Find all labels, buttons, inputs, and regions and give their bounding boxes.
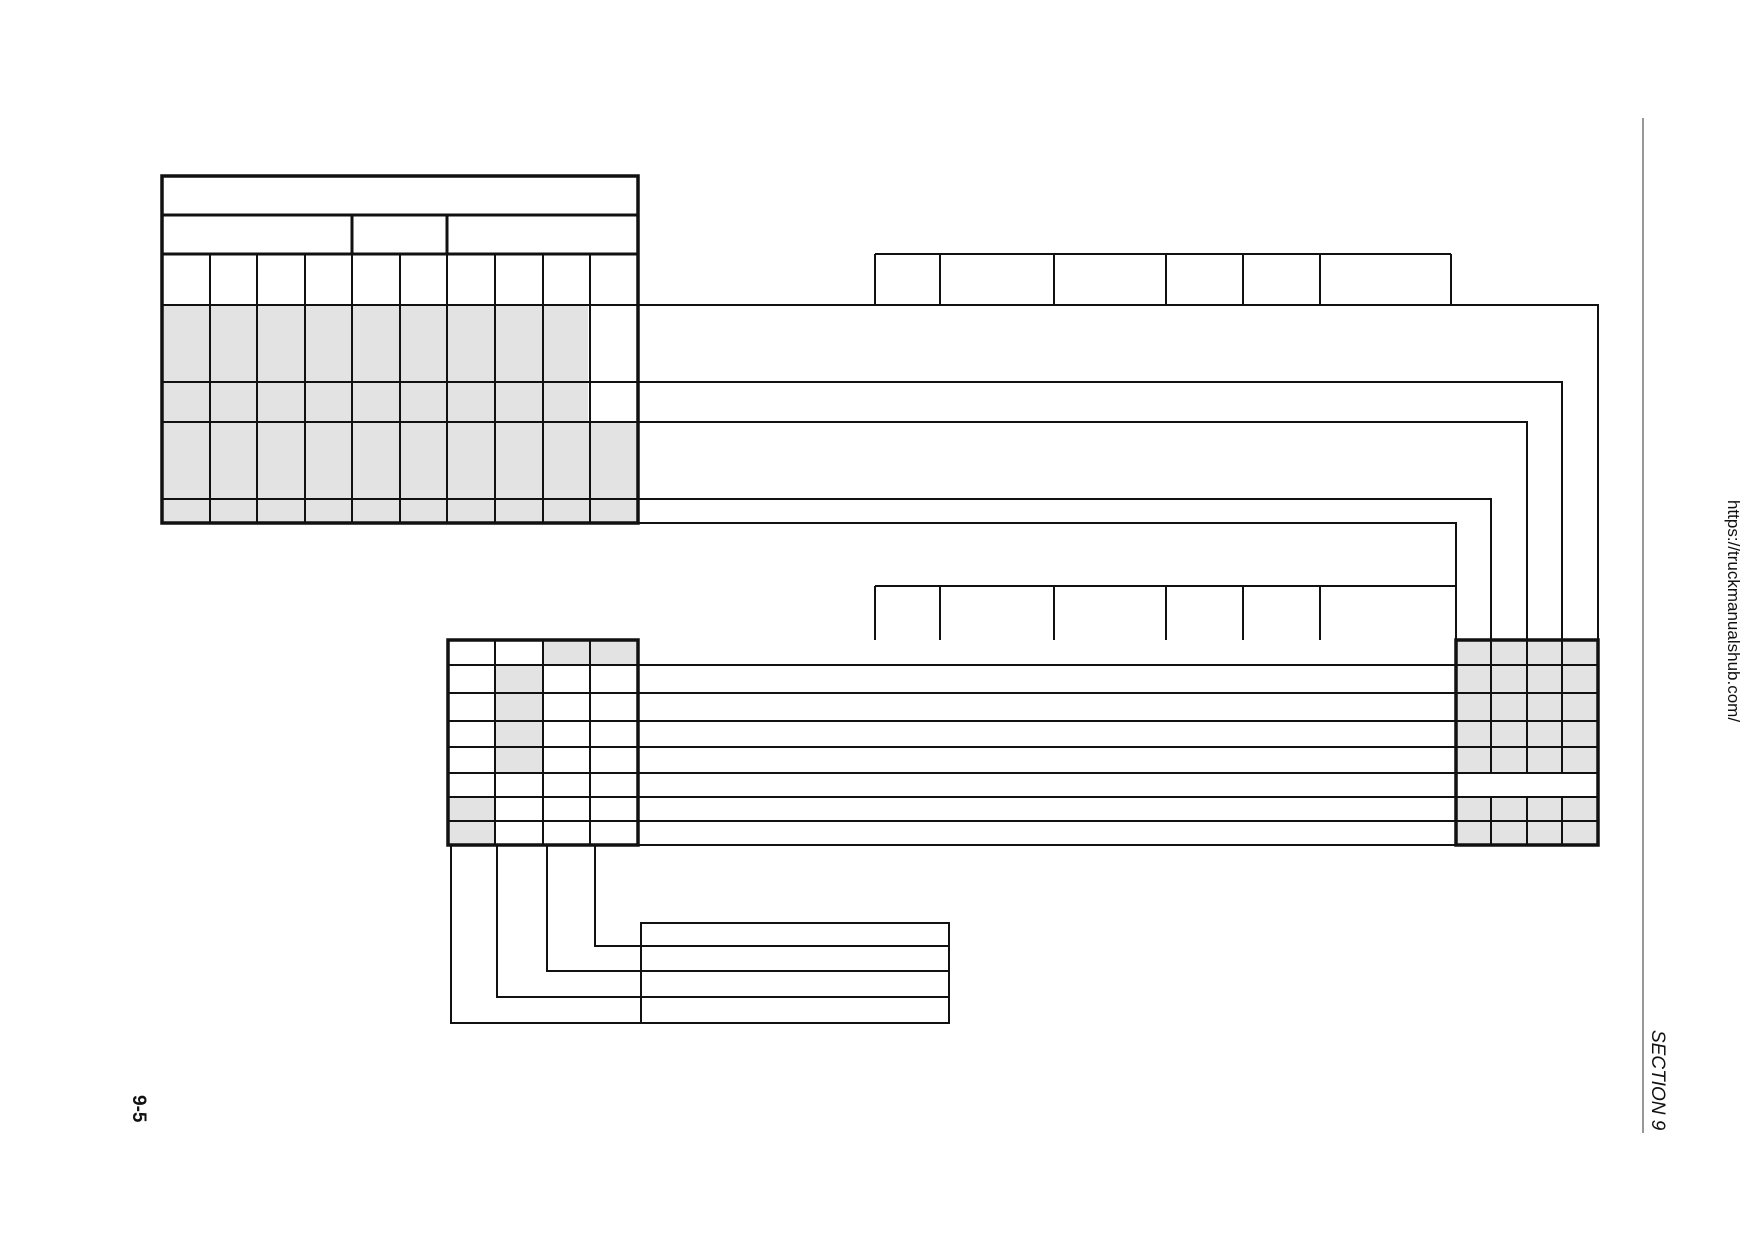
upper-header-strip: [874, 253, 1452, 305]
upper-wire-paths: [638, 304, 1599, 640]
url-text: https://truckmanualshub.com/: [1724, 500, 1743, 722]
section-label: SECTION 9: [1647, 1030, 1668, 1131]
top-left-table: [160, 174, 640, 525]
bottom-legend-box: [450, 845, 950, 1024]
page-number: 9-5: [128, 1095, 149, 1123]
lower-left-table: [446, 638, 640, 847]
right-block: [1454, 638, 1600, 847]
connection-rows: [448, 664, 1598, 846]
lower-header-strip: [874, 585, 1456, 640]
